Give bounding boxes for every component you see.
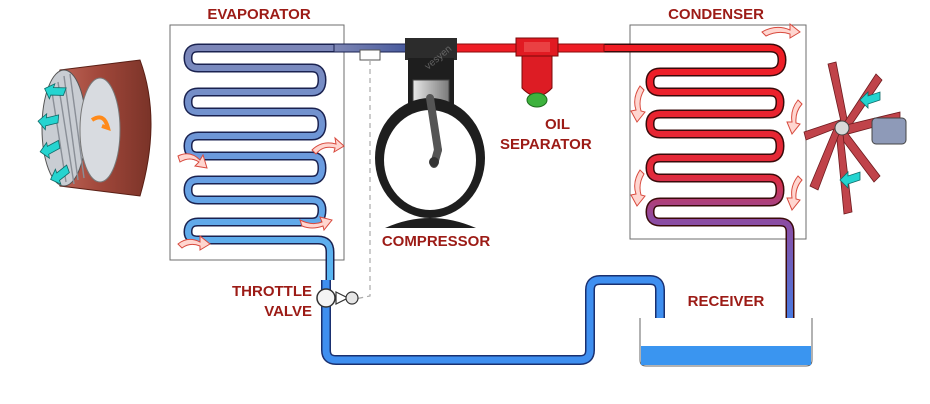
receiver: RECEIVER	[639, 293, 813, 367]
condenser-label: CONDENSER	[668, 6, 764, 23]
evaporator-label: EVAPORATOR	[207, 6, 311, 23]
pipes	[321, 43, 665, 365]
oil-separator: OIL SEPARATOR	[500, 37, 592, 153]
air-out-arrows	[37, 83, 70, 185]
air-flow-arrows-evaporator	[177, 136, 345, 251]
compressor-label: COMPRESSOR	[382, 233, 491, 250]
oil-separator-label-line2: SEPARATOR	[500, 136, 592, 153]
oil-separator-label-line1: OIL	[545, 116, 570, 133]
compressor-base	[385, 218, 476, 228]
compressor: COMPRESSOR vesyen	[375, 38, 490, 250]
receiver-label: RECEIVER	[688, 293, 765, 310]
sensing-bulb	[359, 49, 381, 61]
axial-fan-icon	[803, 61, 907, 215]
centrifugal-fan-icon	[37, 59, 152, 197]
condenser	[600, 22, 807, 330]
throttle-valve-label-line2: VALVE	[264, 303, 312, 320]
liquid-line	[321, 275, 665, 365]
expansion-valve-icon	[316, 288, 336, 308]
oil-reservoir	[526, 92, 548, 108]
evaporator	[169, 24, 345, 280]
receiver-liquid	[641, 346, 811, 365]
air-flow-arrows-condenser	[630, 22, 803, 211]
capillary-line	[349, 60, 371, 301]
throttle-valve-label-line1: THROTTLE	[232, 283, 312, 300]
throttle-valve: THROTTLE VALVE	[232, 283, 359, 320]
